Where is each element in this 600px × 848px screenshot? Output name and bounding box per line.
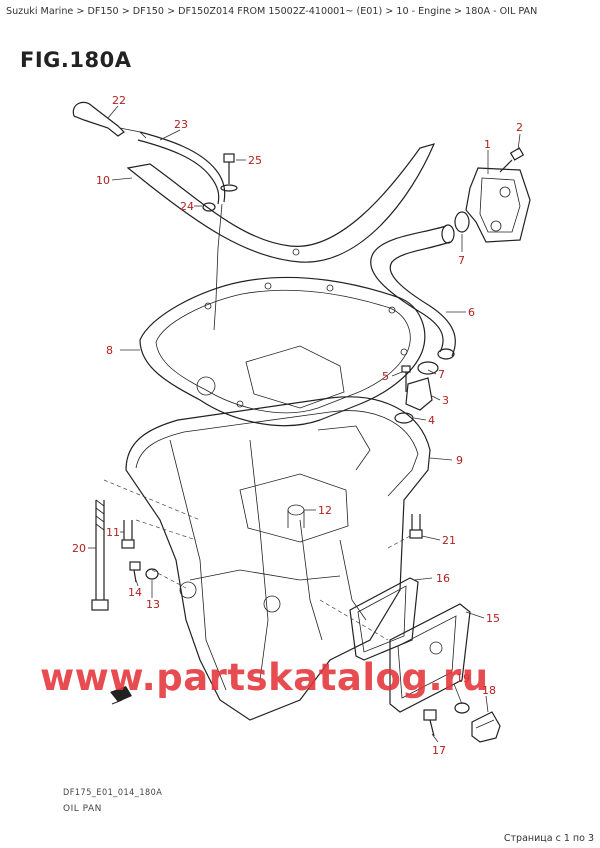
figure-code: DF175_E01_014_180A — [63, 788, 163, 798]
dipstick-guide-tube — [137, 131, 226, 331]
front-arrow-icon — [110, 686, 132, 705]
callout-12: 12 — [318, 504, 332, 517]
callout-16: 16 — [436, 572, 450, 585]
o-ring-24 — [202, 202, 216, 212]
gasket-19 — [454, 702, 470, 714]
callout-14: 14 — [128, 586, 142, 599]
callout-5: 5 — [382, 370, 389, 383]
hose-clamp-7-lower — [417, 361, 439, 375]
callout-3: 3 — [442, 394, 449, 407]
bolt-17 — [423, 709, 437, 737]
callout-6: 6 — [468, 306, 475, 319]
callout-15: 15 — [486, 612, 500, 625]
bolt-14 — [129, 561, 141, 583]
callout-18: 18 — [482, 684, 496, 697]
figure-title: FIG.180A — [20, 48, 132, 72]
bolt-21 — [409, 514, 423, 539]
callout-21: 21 — [442, 534, 456, 547]
breadcrumb: Suzuki Marine > DF150 > DF150 > DF150Z01… — [6, 6, 538, 17]
callout-11: 11 — [106, 526, 120, 539]
callout-22: 22 — [112, 94, 126, 107]
drain-plug-18 — [471, 711, 501, 743]
callout-7-upper: 7 — [458, 254, 465, 267]
leader-lines — [88, 105, 521, 743]
callout-8: 8 — [106, 344, 113, 357]
callout-9: 9 — [456, 454, 463, 467]
callout-25: 25 — [248, 154, 262, 167]
page-indicator: Страница с 1 по 3 — [503, 833, 594, 844]
dipstick-handle — [72, 101, 147, 139]
washer-13 — [145, 568, 159, 580]
bolt-25 — [220, 153, 238, 192]
water-fitting-3 — [405, 377, 433, 411]
callout-7-lower: 7 — [438, 368, 445, 381]
callout-19: 19 — [456, 672, 470, 685]
callout-23: 23 — [174, 118, 188, 131]
bolt-2 — [499, 147, 525, 173]
callout-1: 1 — [484, 138, 491, 151]
hose-6 — [370, 224, 456, 360]
gasket-16 — [349, 577, 419, 661]
callout-17: 17 — [432, 744, 446, 757]
cover-15 — [389, 603, 471, 713]
bracket-10 — [126, 143, 436, 263]
hose-clamp-7-upper — [454, 211, 470, 233]
bolt-5 — [401, 365, 411, 392]
callout-24: 24 — [180, 200, 194, 213]
callout-10: 10 — [96, 174, 110, 187]
figure-name: OIL PAN — [63, 804, 102, 814]
callout-13: 13 — [146, 598, 160, 611]
gasket-8 — [139, 276, 426, 427]
callout-labels: 22 23 25 10 24 1 2 7 6 8 5 7 3 4 9 12 11… — [72, 94, 523, 757]
bolt-11 — [121, 520, 135, 549]
outlet-housing-1 — [465, 167, 531, 243]
o-ring-4 — [394, 412, 414, 424]
callout-4: 4 — [428, 414, 435, 427]
callout-20: 20 — [72, 542, 86, 555]
alignment-lines — [103, 479, 411, 641]
bolt-20 — [91, 499, 109, 611]
watermark: www.partskatalog.ru — [40, 656, 489, 699]
callout-2: 2 — [516, 121, 523, 134]
oil-pan-9 — [125, 396, 431, 721]
